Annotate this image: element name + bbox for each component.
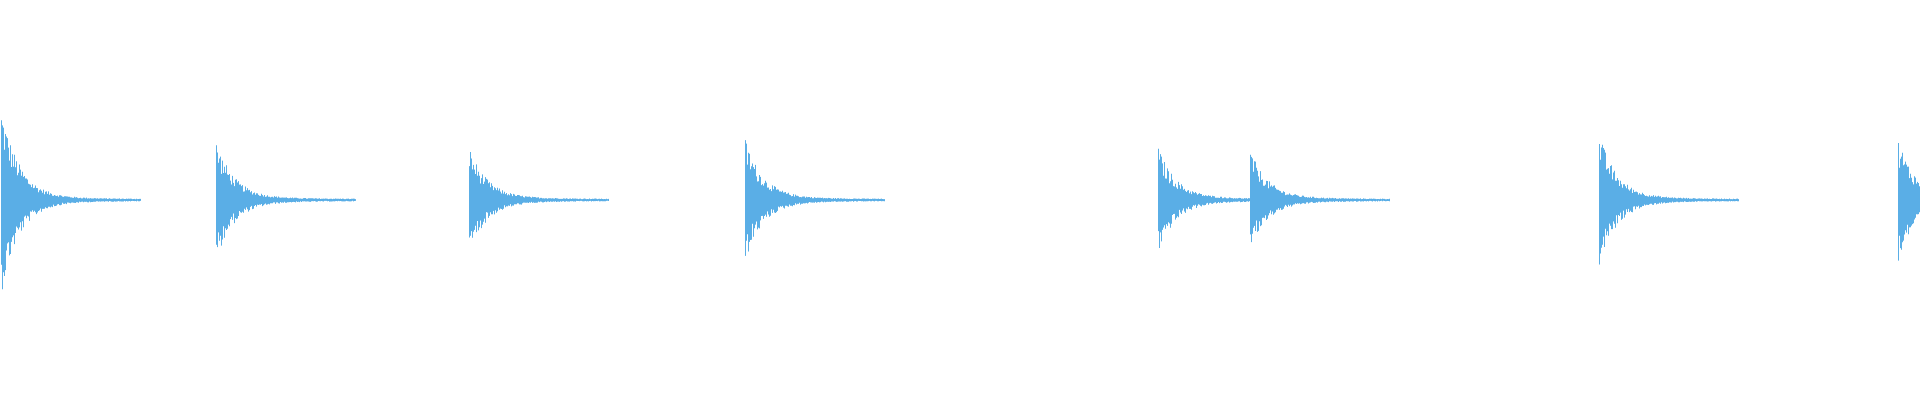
waveform-hits [1,120,1920,290]
waveform-transient-8 [1898,143,1920,261]
waveform-transient-2 [216,145,356,248]
waveform-transient-1 [1,120,141,290]
waveform-transient-7 [1599,144,1739,265]
waveform-transient-3 [469,152,609,238]
waveform-transient-4 [745,140,885,256]
waveform-transient-6 [1250,154,1390,243]
